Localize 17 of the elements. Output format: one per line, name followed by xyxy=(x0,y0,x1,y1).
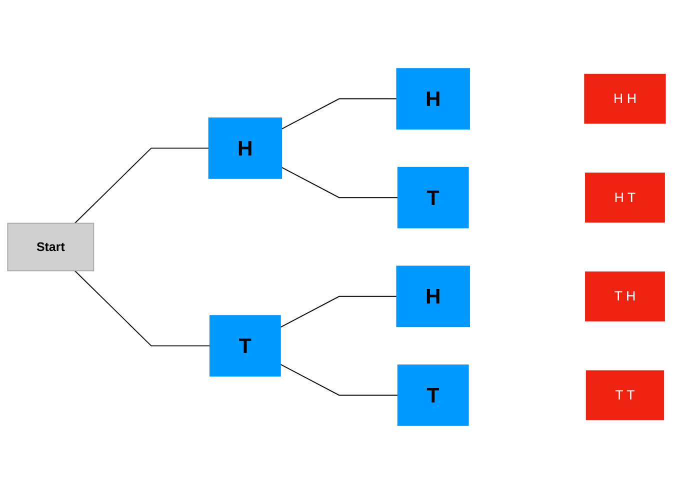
node-box: H H xyxy=(584,74,666,124)
node-box: T xyxy=(397,166,469,228)
connector xyxy=(281,166,398,198)
connector xyxy=(74,148,210,224)
node-box: Start xyxy=(7,222,94,272)
node-box: H xyxy=(208,118,282,179)
node-box: H xyxy=(396,266,470,328)
node-box: T xyxy=(397,364,469,426)
node-box: T H xyxy=(585,271,665,322)
connector xyxy=(280,296,398,328)
connector xyxy=(74,270,210,346)
connector xyxy=(280,364,398,396)
node-box: T T xyxy=(586,370,664,420)
node-box: T xyxy=(209,315,281,376)
connector xyxy=(281,98,398,130)
node-box: H T xyxy=(585,172,665,223)
node-box: H xyxy=(396,68,470,130)
